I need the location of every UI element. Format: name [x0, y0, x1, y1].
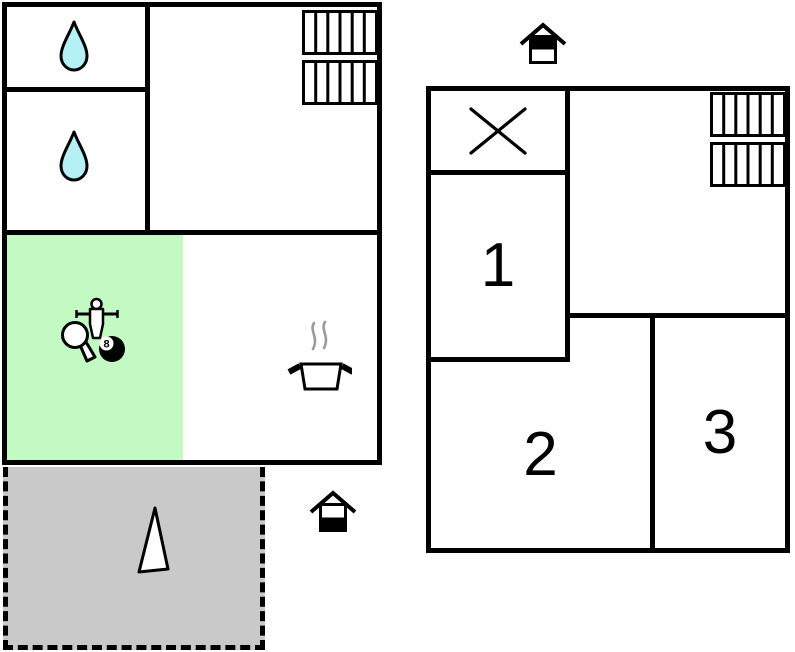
x-marked-room: [431, 91, 565, 170]
room-number-label: 1: [480, 231, 516, 300]
ground-floor-plan: 8: [2, 2, 382, 465]
bedroom-3: 3: [655, 318, 785, 548]
bedroom-1: 1: [431, 175, 565, 357]
games-icon-group: 8: [61, 297, 125, 363]
water-drop-icon: [59, 20, 89, 72]
wall: [565, 313, 785, 318]
billiard-ball-icon: 8: [99, 336, 125, 362]
wall: [431, 170, 565, 175]
wall: [650, 318, 655, 548]
first-floor-indicator-icon: [519, 22, 567, 64]
wall: [145, 7, 150, 235]
first-floor-plan: 1 2 3: [426, 86, 790, 553]
wall: [431, 357, 570, 362]
activity-area: [7, 235, 183, 460]
terrace: [3, 467, 265, 650]
wall: [565, 91, 570, 362]
room-number-label: 2: [523, 420, 558, 489]
wall: [7, 87, 145, 92]
stairs-icon: [302, 10, 378, 105]
foosball-icon: [75, 297, 119, 340]
bedroom-2: 2: [431, 362, 650, 548]
cooking-pot-icon: [287, 320, 352, 391]
stairs-icon: [710, 92, 786, 187]
ground-floor-indicator-icon: [309, 490, 357, 532]
wall: [7, 230, 377, 235]
table-tennis-icon: [61, 321, 97, 363]
triangle-icon: [137, 506, 170, 574]
room-number-label: 3: [702, 398, 738, 467]
water-drop-icon: [59, 130, 89, 182]
billiard-ball-number: 8: [103, 339, 109, 351]
x-mark-icon: [469, 106, 527, 155]
